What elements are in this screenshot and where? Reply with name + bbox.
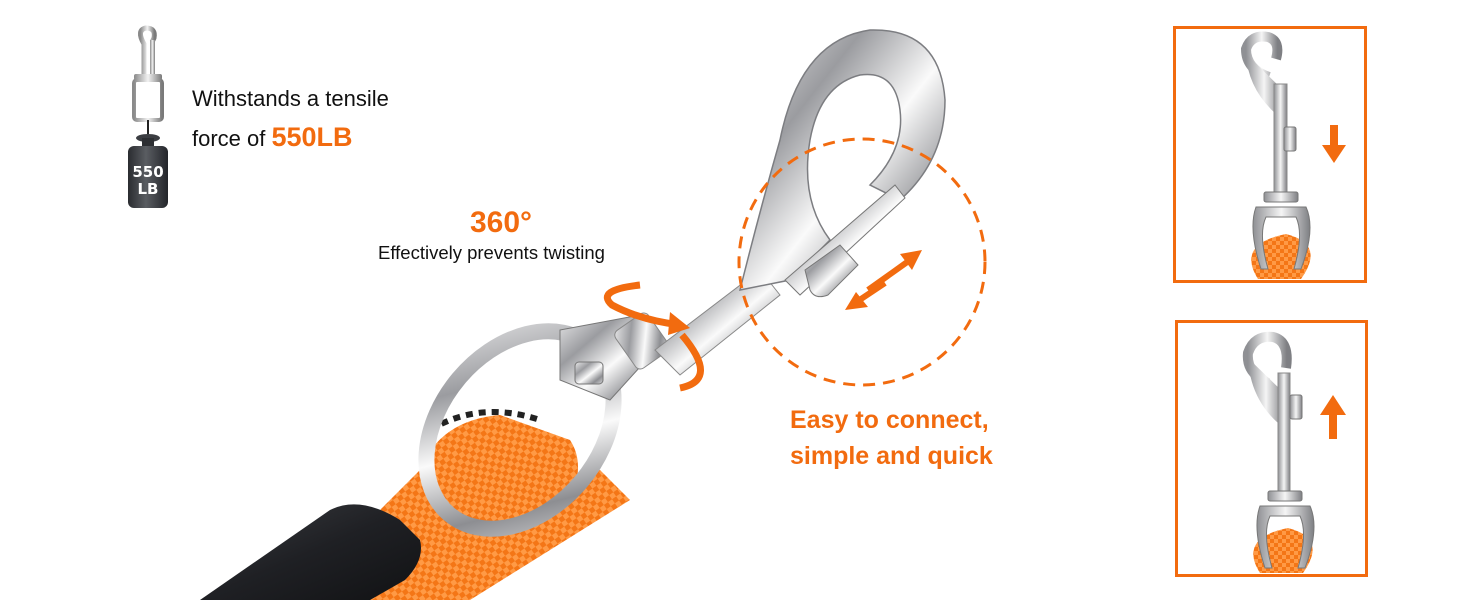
connect-callout: Easy to connect, simple and quick	[790, 402, 993, 474]
up-arrow-icon	[1320, 395, 1346, 439]
strength-line2: force of 550LB	[192, 118, 389, 158]
connect-line1: Easy to connect,	[790, 406, 989, 434]
strength-prefix: force of	[192, 126, 272, 151]
panel-latch-open	[1173, 26, 1367, 283]
swivel-subtitle: Effectively prevents twisting	[378, 242, 605, 263]
connect-line2: simple and quick	[790, 442, 993, 470]
panel-latch-closed	[1175, 320, 1368, 577]
dashed-highlight-circle	[737, 137, 987, 387]
weight-with-hook-icon: 550 LB	[122, 24, 174, 214]
down-arrow-icon	[1322, 125, 1346, 163]
rotate-arrow-icon	[603, 281, 704, 392]
weight-label-bottom: LB	[138, 180, 159, 198]
swivel-title: 360°	[470, 206, 533, 239]
leash-snap-hook-illustration	[200, 29, 987, 600]
strength-line1: Withstands a tensile	[192, 86, 389, 111]
double-arrow-icon	[845, 250, 922, 310]
weight-label-top: 550	[132, 163, 163, 181]
strength-callout: Withstands a tensile force of 550LB	[192, 80, 389, 158]
strength-value: 550LB	[271, 122, 353, 152]
